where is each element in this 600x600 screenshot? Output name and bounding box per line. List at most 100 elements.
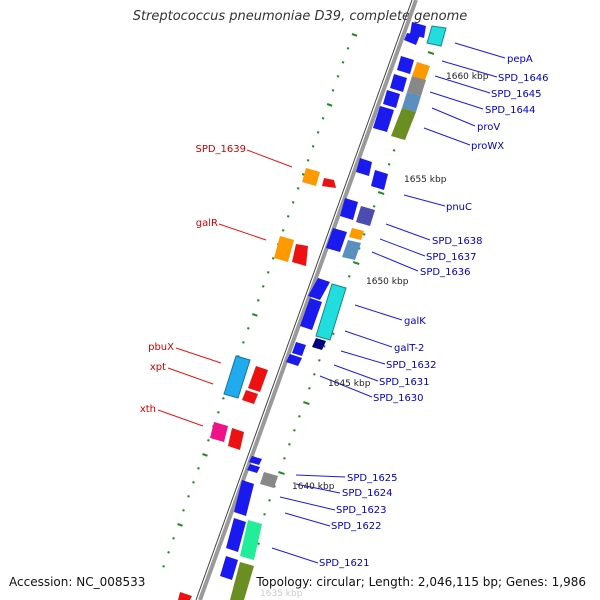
tick-mark xyxy=(281,229,285,232)
tick-mark xyxy=(347,275,351,278)
gene-label-xth: xth xyxy=(140,404,156,415)
tick-mark xyxy=(251,313,258,317)
page-title: Streptococcus pneumoniae D39, complete g… xyxy=(132,9,468,24)
tick-mark xyxy=(263,513,266,516)
gene-label-galt2: galT-2 xyxy=(394,343,424,354)
tick-mark xyxy=(308,387,311,390)
gene-label-xpt: xpt xyxy=(150,362,166,373)
tick-mark xyxy=(207,439,210,442)
gene-label-spd1645: SPD_1645 xyxy=(491,89,542,100)
tick-mark xyxy=(266,271,270,274)
tick-mark xyxy=(392,149,396,152)
gene-label-spd1623: SPD_1623 xyxy=(336,505,387,516)
genome-backbone xyxy=(195,0,418,600)
gene-arrow-pepa-a xyxy=(410,22,426,38)
tick-mark xyxy=(306,159,310,162)
tick-mark xyxy=(427,51,435,56)
gene-arrow-prov xyxy=(373,106,394,132)
tick-mark xyxy=(351,33,358,37)
scale-label: 1640 kbp xyxy=(292,482,335,492)
gene-arrow-spd1632 xyxy=(292,342,306,356)
tick-mark xyxy=(222,397,225,400)
gene-box-galk xyxy=(315,283,347,341)
gene-label-pnuc: pnuC xyxy=(446,202,472,213)
gene-label-galk: galK xyxy=(404,316,426,327)
tick-mark xyxy=(321,117,325,120)
tick-mark xyxy=(316,131,320,134)
tick-mark xyxy=(167,551,170,554)
gene-arrow-spd1646 xyxy=(397,56,414,74)
gene-label-spd1624: SPD_1624 xyxy=(342,488,393,499)
gene-box-spd1624 xyxy=(260,472,278,488)
gene-arrow-xpt-a xyxy=(248,366,268,392)
gene-label-spd1622: SPD_1622 xyxy=(331,521,382,532)
tick-mark xyxy=(177,523,183,527)
tick-mark xyxy=(298,415,301,418)
gene-arrow-spd1631 xyxy=(286,354,302,366)
tick-mark xyxy=(217,411,220,414)
gene-box-pbux xyxy=(223,355,251,399)
tick-mark xyxy=(352,261,360,266)
tick-mark xyxy=(268,499,271,502)
gene-label-spd1638: SPD_1638 xyxy=(432,236,483,247)
gene-box-galr xyxy=(274,236,294,262)
gene-label-spd1636: SPD_1636 xyxy=(420,267,471,278)
tick-mark xyxy=(293,429,296,432)
minus-strand-labels: SPD_1639 galR pbuX xpt xth xyxy=(140,144,246,415)
gene-arrow-spd1644 xyxy=(383,90,400,108)
gene-arrow-lower-a xyxy=(220,556,238,580)
tick-mark xyxy=(331,89,335,92)
tick-marks xyxy=(162,33,435,586)
minus-leader-lines xyxy=(157,149,293,427)
gene-box-galt2 xyxy=(312,338,326,350)
gene-arrow-a-pnuc xyxy=(356,158,372,176)
gene-label-spd1639: SPD_1639 xyxy=(195,144,246,155)
scale-labels: 1660 kbp 1655 kbp 1650 kbp 1645 kbp 1640… xyxy=(260,72,489,599)
gene-arrow-galr xyxy=(292,244,308,266)
scale-label: 1660 kbp xyxy=(446,72,489,82)
gene-label-spd1644: SPD_1644 xyxy=(485,105,536,116)
gene-box-spd1639 xyxy=(302,168,320,186)
gene-label-spd1621: SPD_1621 xyxy=(319,558,370,569)
tick-mark xyxy=(288,443,291,446)
tick-mark xyxy=(278,471,285,476)
gene-arrow-galk-a xyxy=(308,278,330,300)
gene-box-spd1646 xyxy=(412,62,430,80)
tick-mark xyxy=(311,145,315,148)
gene-label-spd1625: SPD_1625 xyxy=(347,473,398,484)
plus-leader-lines xyxy=(271,42,506,564)
tick-mark xyxy=(296,187,300,190)
tick-mark xyxy=(172,537,175,540)
gene-label-pepa: pepA xyxy=(507,54,533,65)
gene-arrow-lower-red xyxy=(178,592,192,600)
tick-mark xyxy=(162,565,165,568)
tick-mark xyxy=(313,373,316,376)
tick-mark xyxy=(387,163,391,166)
tick-mark xyxy=(192,481,195,484)
gene-label-spd1630: SPD_1630 xyxy=(373,393,424,404)
gene-box-spd1637 xyxy=(342,240,361,260)
gene-arrow-xth xyxy=(228,428,244,450)
tick-mark xyxy=(303,401,310,406)
gene-label-pbux: pbuX xyxy=(148,342,174,353)
tick-mark xyxy=(318,359,321,362)
scale-label: 1635 kbp xyxy=(260,589,303,599)
gene-arrow-spd1625-b xyxy=(247,464,260,473)
gene-arrow-c-pnuc xyxy=(340,198,358,220)
gene-arrow-spd1625-a xyxy=(249,456,262,465)
tick-mark xyxy=(336,75,340,78)
tick-mark xyxy=(261,285,265,288)
plus-strand-labels: pepA SPD_1646 SPD_1645 SPD_1644 proV pro… xyxy=(319,54,549,569)
gene-label-spd1631: SPD_1631 xyxy=(379,377,430,388)
genome-summary: Topology: circular; Length: 2,046,115 bp… xyxy=(256,575,586,589)
gene-box-spd1621 xyxy=(240,520,262,560)
tick-mark xyxy=(346,47,350,50)
gene-arrow-spd1638 xyxy=(326,228,347,252)
tick-mark xyxy=(377,191,385,196)
scale-label: 1650 kbp xyxy=(366,277,409,287)
gene-arrow-xpt-b xyxy=(242,390,258,404)
tick-mark xyxy=(256,299,260,302)
tick-mark xyxy=(202,453,208,457)
gene-arrow-spd1623 xyxy=(234,480,254,516)
